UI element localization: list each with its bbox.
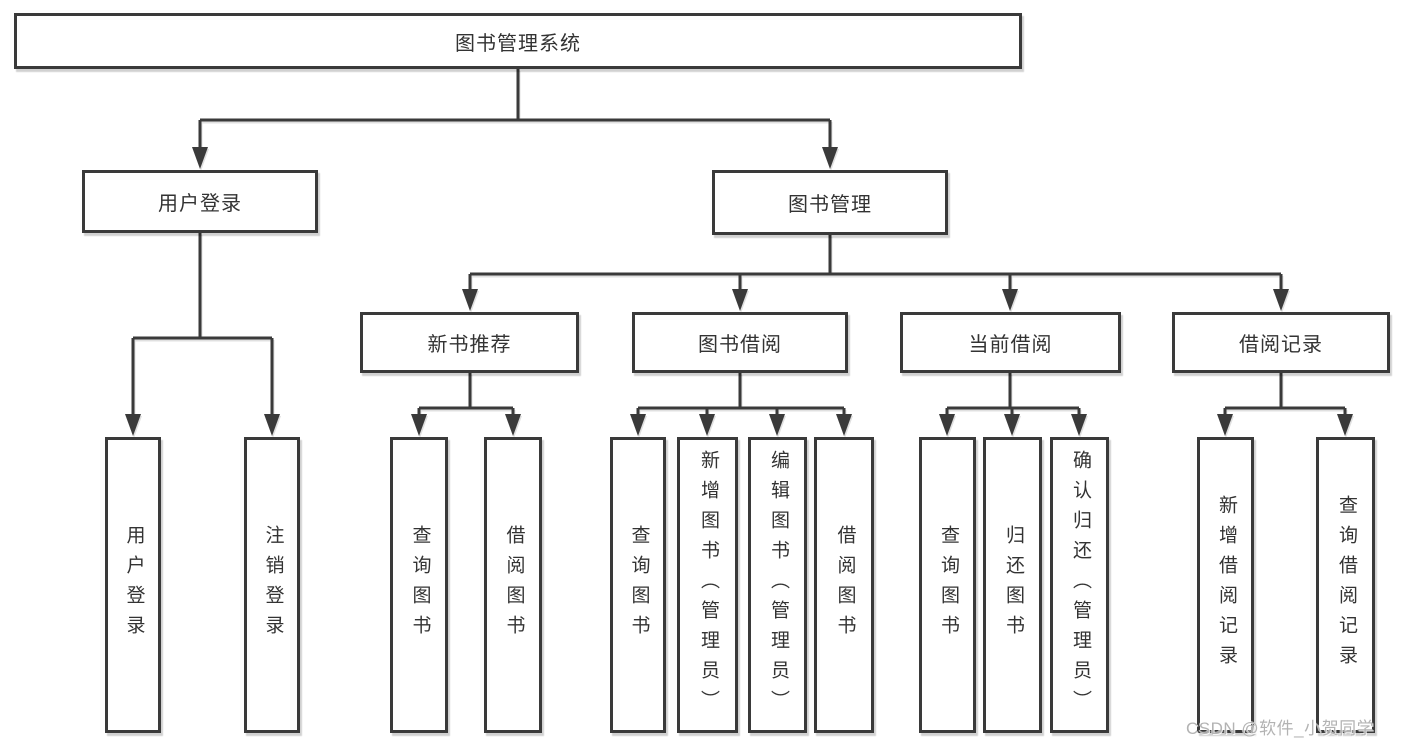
leaf-confirm-return-admin: 确认归还（管理员） <box>1050 437 1109 733</box>
node-current-borrow: 当前借阅 <box>900 312 1121 373</box>
leaf-borrow-books-recommend: 借阅图书 <box>484 437 542 733</box>
arrow-icon <box>411 414 427 436</box>
node-label: 注销登录 <box>262 525 284 645</box>
leaf-borrow-books: 借阅图书 <box>814 437 874 733</box>
arrow-icon <box>822 147 838 169</box>
arrow-icon <box>699 414 715 436</box>
arrow-icon <box>1002 289 1018 311</box>
arrow-icon <box>192 147 208 169</box>
arrow-icon <box>462 289 478 311</box>
node-label: 查询图书 <box>628 525 650 645</box>
arrow-icon <box>505 414 521 436</box>
node-label: 查询借阅记录 <box>1335 495 1357 675</box>
leaf-logout: 注销登录 <box>244 437 300 733</box>
arrow-icon <box>836 414 852 436</box>
node-label: 图书借阅 <box>698 334 782 356</box>
arrow-icon <box>732 289 748 311</box>
node-label: 确认归还（管理员） <box>1069 450 1091 720</box>
leaf-query-books-borrow: 查询图书 <box>610 437 666 733</box>
arrow-icon <box>1273 289 1289 311</box>
node-label: 新增借阅记录 <box>1215 495 1237 675</box>
arrow-icon <box>769 414 785 436</box>
node-label: 图书管理 <box>788 194 872 216</box>
node-label: 借阅图书 <box>503 525 525 645</box>
node-book-management: 图书管理 <box>712 170 948 235</box>
leaf-query-books-recommend: 查询图书 <box>390 437 448 733</box>
node-book-borrow: 图书借阅 <box>632 312 848 373</box>
arrow-icon <box>1217 414 1233 436</box>
watermark: CSDN @软件_小贺同学 <box>1186 719 1375 738</box>
node-label: 归还图书 <box>1002 525 1024 645</box>
arrow-icon <box>125 414 141 436</box>
node-label: 借阅图书 <box>834 525 856 645</box>
leaf-query-borrow-record: 查询借阅记录 <box>1316 437 1375 733</box>
leaf-add-borrow-record: 新增借阅记录 <box>1197 437 1254 733</box>
node-label: 借阅记录 <box>1239 334 1323 356</box>
arrow-icon <box>630 414 646 436</box>
node-label: 图书管理系统 <box>455 32 581 55</box>
arrow-icon <box>1004 414 1020 436</box>
node-label: 新书推荐 <box>427 334 512 356</box>
node-user-login: 用户登录 <box>82 170 318 233</box>
node-library-system: 图书管理系统 <box>14 13 1022 69</box>
node-label: 用户登录 <box>158 193 242 215</box>
leaf-query-books-current: 查询图书 <box>919 437 976 733</box>
leaf-return-books: 归还图书 <box>983 437 1042 733</box>
node-new-book-recommend: 新书推荐 <box>360 312 579 373</box>
node-label: 查询图书 <box>937 525 959 645</box>
node-label: 新增图书（管理员） <box>697 450 719 720</box>
leaf-add-book-admin: 新增图书（管理员） <box>677 437 738 733</box>
arrow-icon <box>939 414 955 436</box>
node-label: 当前借阅 <box>968 334 1053 356</box>
node-label: 用户登录 <box>123 525 145 645</box>
node-borrow-records: 借阅记录 <box>1172 312 1390 373</box>
node-label: 编辑图书（管理员） <box>767 450 789 720</box>
leaf-user-login: 用户登录 <box>105 437 161 733</box>
arrow-icon <box>264 414 280 436</box>
arrow-icon <box>1071 414 1087 436</box>
arrow-icon <box>1337 414 1353 436</box>
node-label: 查询图书 <box>409 525 431 645</box>
leaf-edit-book-admin: 编辑图书（管理员） <box>748 437 807 733</box>
